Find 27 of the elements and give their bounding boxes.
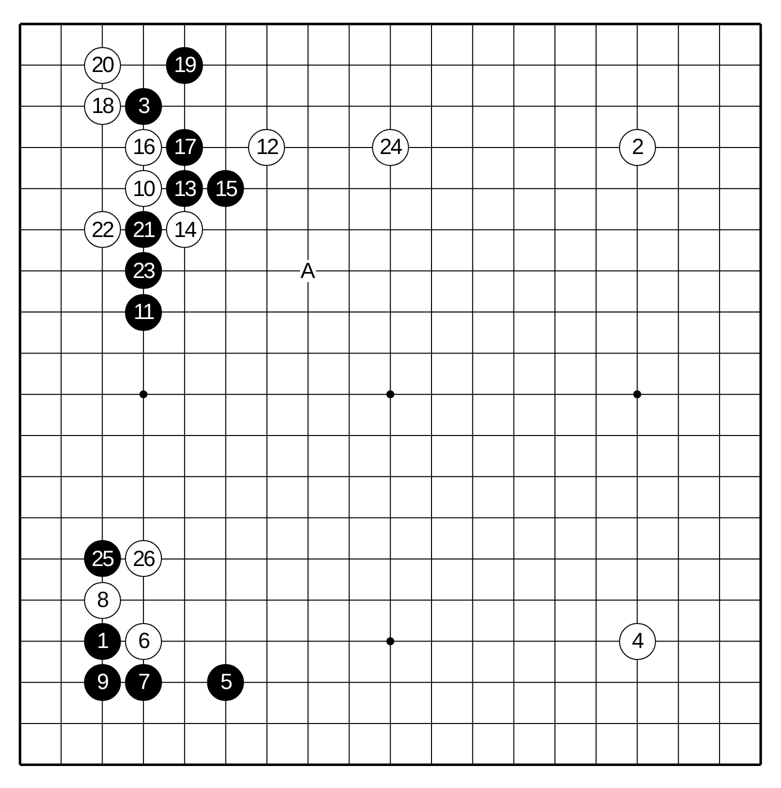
go-stone: 24 <box>372 128 409 166</box>
go-stone: 14 <box>166 211 204 248</box>
go-stone: 6 <box>124 622 162 660</box>
point-label: A <box>300 260 316 282</box>
go-stone: 19 <box>166 46 204 84</box>
go-stone: 3 <box>124 88 162 125</box>
go-stone: 9 <box>84 664 121 701</box>
go-stone: 12 <box>248 128 286 166</box>
go-stone: 18 <box>84 88 121 125</box>
go-stone: 25 <box>84 540 121 578</box>
go-stone: 4 <box>618 622 656 660</box>
go-stone: 20 <box>84 46 121 84</box>
go-stone: 5 <box>207 664 244 701</box>
go-stone: 16 <box>124 128 162 166</box>
go-stone: 22 <box>84 211 121 248</box>
go-stone: 2 <box>618 128 656 166</box>
go-stone: 15 <box>207 170 244 208</box>
go-stone: 10 <box>124 170 162 208</box>
go-stone: 8 <box>84 582 121 619</box>
go-stone: 1 <box>84 622 121 660</box>
go-stone: 11 <box>124 294 162 331</box>
go-stone: 26 <box>124 540 162 578</box>
go-stone: 21 <box>124 211 162 248</box>
go-stone: 17 <box>166 128 204 166</box>
go-stone: 7 <box>124 664 162 701</box>
go-stone: 23 <box>124 252 162 290</box>
go-stone: 13 <box>166 170 204 208</box>
